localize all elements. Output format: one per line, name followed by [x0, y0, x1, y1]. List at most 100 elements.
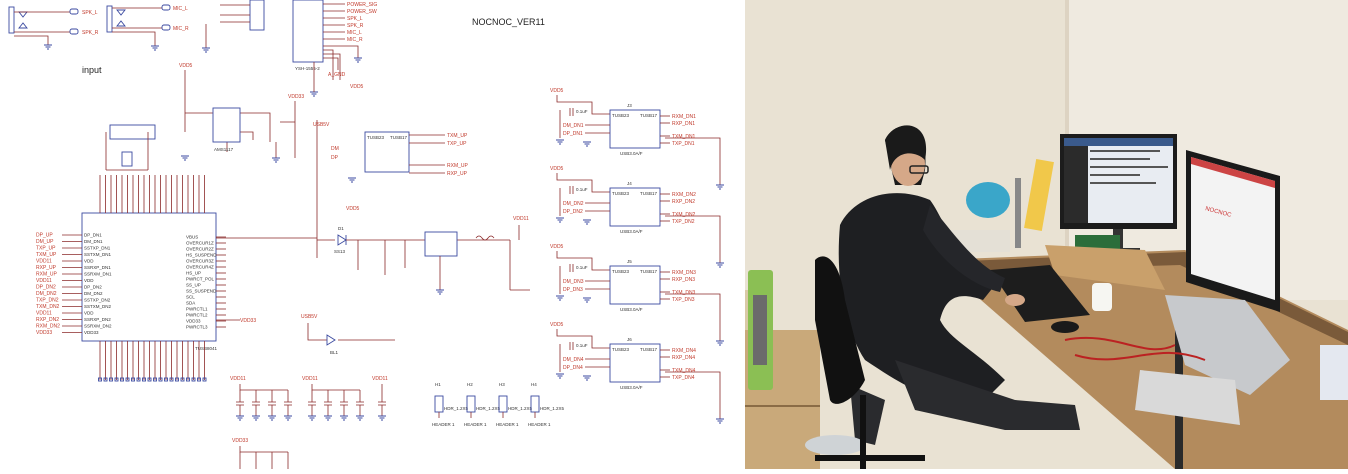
ground-symbol-icon — [252, 415, 260, 421]
net-label: RXM_DN2 — [672, 192, 696, 198]
net-label: VDD33 — [36, 330, 52, 336]
net-label: DP_UP — [36, 233, 53, 239]
net-label: RXM_DN1 — [672, 114, 696, 120]
header-part: HDR_1.2X5 — [444, 406, 469, 411]
net-label: VDD5 — [550, 166, 564, 172]
part-label: USB3.0A/F — [620, 385, 643, 390]
net-label: DP_DN4 — [563, 365, 583, 371]
person — [805, 125, 1080, 455]
pin-label: PWRCTL1 — [186, 307, 208, 312]
pin-label: HS_UP — [186, 271, 201, 276]
pin-label: SS_SUSPEND — [186, 289, 217, 294]
net-label: USB5V — [313, 122, 330, 128]
net-label: VDD5 — [346, 206, 360, 212]
ground-symbol-icon — [716, 418, 724, 424]
ground-symbol-icon — [556, 217, 564, 223]
chip-label: TUSB17 — [640, 269, 658, 274]
header-label: HEADER 1 — [496, 422, 519, 427]
net-label: VDD11 — [372, 376, 388, 382]
net-label: DM — [331, 146, 339, 152]
ground-symbol-icon — [716, 184, 724, 190]
pin-label: DP_DN1 — [84, 233, 102, 238]
net-label: RXP_DN4 — [672, 355, 695, 361]
part-label: YSH-1555-2 — [295, 66, 320, 71]
port-ref: J6 — [627, 337, 632, 342]
net-label: VDD5 — [550, 244, 564, 250]
ground-symbol-icon — [583, 297, 591, 303]
net-label: VDD11 — [36, 259, 52, 265]
voltage-regulator: VDD5 AMS1117 VDD33 — [179, 63, 304, 163]
header-ref: H3 — [499, 382, 505, 387]
ground-symbol-icon — [556, 295, 564, 301]
net-label: DM_DN1 — [563, 123, 584, 129]
net-label: RXP_DN3 — [672, 277, 695, 283]
header-part: HDR_1.2X5 — [508, 406, 533, 411]
net-label: DP — [331, 155, 339, 161]
diode-ref: D1 — [338, 226, 344, 231]
pin-label: SSTXM_DN1 — [84, 252, 112, 257]
net-label: DM_DN4 — [563, 357, 584, 363]
net-label: MIC_R — [173, 26, 189, 32]
ground-symbol-icon — [556, 139, 564, 145]
part-label: USB3.0A/F — [620, 307, 643, 312]
net-label: RXM_DN3 — [672, 270, 696, 276]
pin-label: VDD — [84, 311, 94, 316]
net-label: DM_DN2 — [563, 201, 584, 207]
pin-label: SSRXM_DN1 — [84, 272, 112, 277]
workspace-photo: NOCNOC — [745, 0, 1348, 469]
pin-label: SSTXM_DN2 — [84, 304, 112, 309]
net-label: TXM_DN2 — [672, 212, 696, 218]
pin-label: OVERCUR1Z — [186, 241, 214, 246]
monitor-left — [1060, 134, 1177, 253]
net-label: RXM_DN4 — [672, 348, 696, 354]
net-label: RXP_UP — [36, 265, 57, 271]
port-ref: J3 — [627, 103, 632, 108]
audio-jack-speaker: SPK_L SPK_R — [8, 6, 99, 50]
chip-label: TUSB23 — [367, 135, 385, 140]
circuit-schematic: NOCNOC_VER11 input SPK_L SPK_R MIC_L MIC… — [8, 0, 724, 469]
part-label: AMS1117 — [214, 147, 234, 152]
header-ref: H2 — [467, 382, 473, 387]
pin-label: PWRCTL3 — [186, 325, 208, 330]
ground-symbol-icon — [348, 177, 356, 183]
cap-value: 0.1uF — [576, 109, 588, 114]
ground-symbol-icon — [716, 262, 724, 268]
ground-symbol-icon — [583, 375, 591, 381]
ground-symbol-icon — [378, 415, 386, 421]
header-label: HEADER 1 — [528, 422, 551, 427]
pin-label: SSTXP_DN2 — [84, 298, 111, 303]
ground-symbol-icon — [356, 415, 364, 421]
net-label: VDD11 — [302, 376, 318, 382]
cap-value: 0.1uF — [576, 265, 588, 270]
switch-connector — [202, 0, 265, 53]
net-label: RXM_UP — [447, 163, 469, 169]
ground-symbol-icon — [284, 415, 292, 421]
pin-label: OVERCUR2Z — [186, 247, 214, 252]
pin-label: VDD33 — [84, 330, 99, 335]
net-label: TXM_DN1 — [672, 134, 696, 140]
chip-label: TUSB23 — [612, 347, 630, 352]
chip-label: TUSB17 — [640, 191, 658, 196]
cap-value: 0.1uF — [576, 187, 588, 192]
schematic-title: NOCNOC_VER11 — [472, 17, 545, 27]
led-ref: BL1 — [330, 350, 339, 355]
monitor-right: NOCNOC — [1186, 150, 1280, 312]
net-label: VDD33 — [288, 94, 304, 100]
net-label: RXP_DN2 — [672, 199, 695, 205]
net-label: DP_DN3 — [563, 287, 583, 293]
ground-symbol-icon — [716, 340, 724, 346]
header-ref: H4 — [531, 382, 537, 387]
schematic-drawing: NOCNOC_VER11 input SPK_L SPK_R MIC_L MIC… — [8, 0, 724, 469]
net-label: SPK_L — [82, 10, 98, 16]
net-label: VDD5 — [550, 322, 564, 328]
pin-label: VBUS — [186, 235, 198, 240]
mouse — [1051, 321, 1079, 333]
net-label: VDD11 — [36, 311, 52, 317]
net-label: VDD5 — [550, 88, 564, 94]
pin-label: VDD — [84, 278, 94, 283]
net-label: DM_DN3 — [563, 279, 584, 285]
header-part: HDR_1.2X5 — [476, 406, 501, 411]
part-label: USB3.0A/F — [620, 229, 643, 234]
